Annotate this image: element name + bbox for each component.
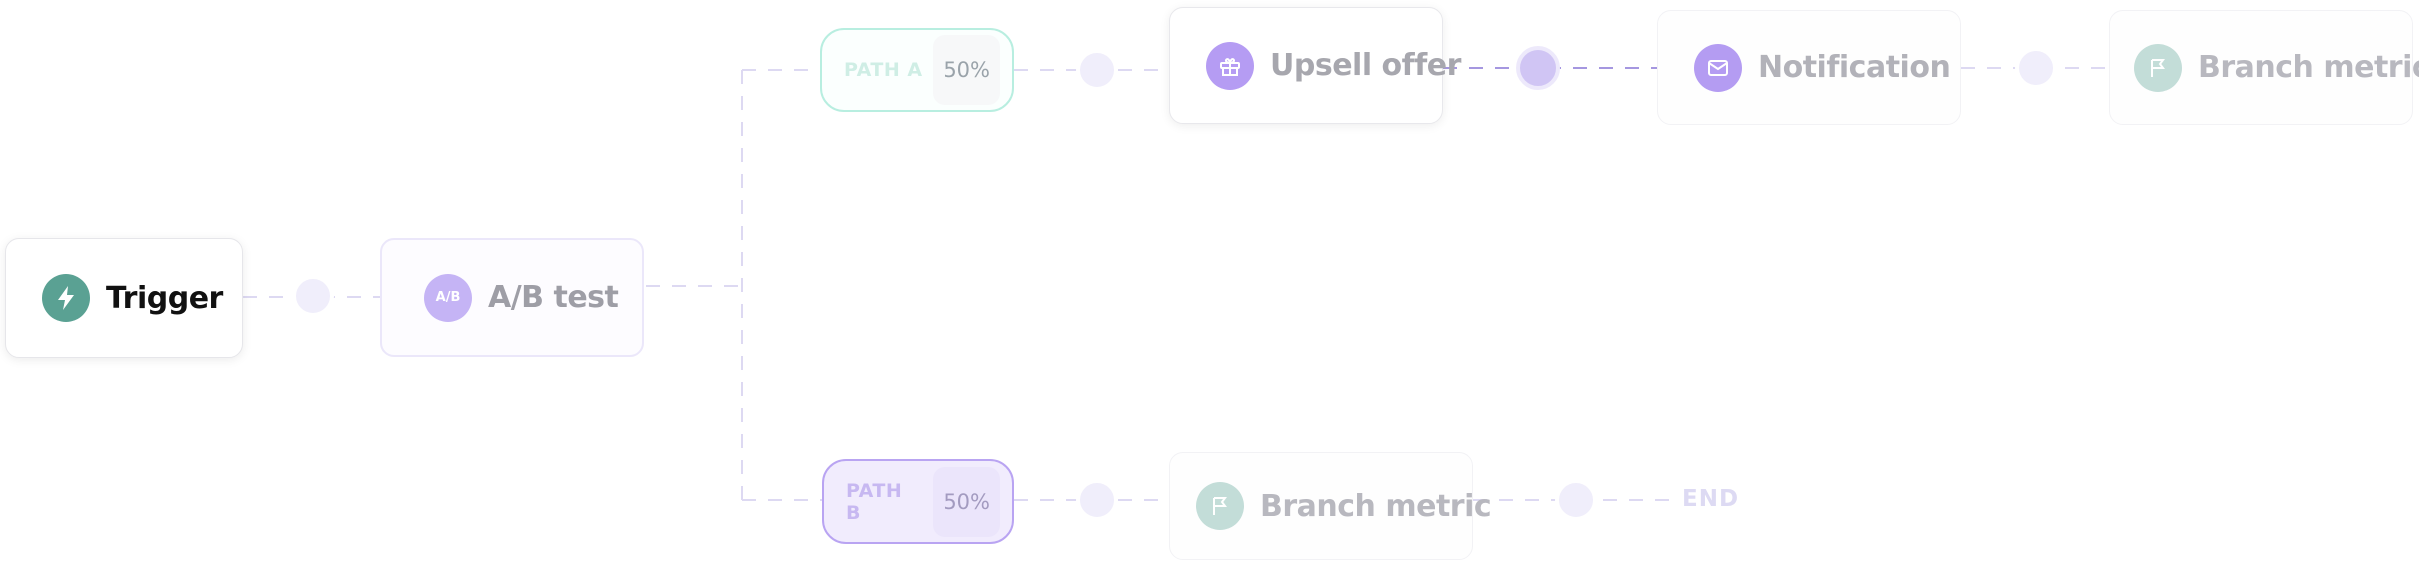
end-label: END — [1682, 486, 1740, 512]
flag-icon — [2134, 43, 2182, 92]
lightning-bolt-icon — [42, 274, 90, 322]
branch-metric-label-b: Branch metric — [1260, 488, 1492, 524]
path-b-pill[interactable]: PATH B 50% — [822, 459, 1014, 544]
add-step-button-5 — [1076, 479, 1118, 521]
path-a-percent: 50% — [933, 35, 1000, 105]
upsell-offer-node[interactable]: Upsell offer — [1169, 7, 1461, 124]
add-step-button-6 — [1555, 479, 1597, 521]
add-step-button-3 — [1516, 46, 1560, 90]
path-b-label: PATH B — [846, 479, 903, 524]
upsell-offer-label: Upsell offer — [1270, 48, 1461, 83]
mail-icon — [1694, 43, 1742, 92]
notification-node[interactable]: Notification — [1657, 10, 1961, 125]
gift-icon — [1206, 41, 1254, 90]
path-a-pill[interactable]: PATH A 50% — [820, 28, 1014, 112]
add-step-button-1 — [292, 275, 334, 317]
flag-icon — [1196, 482, 1244, 530]
trigger-node[interactable]: Trigger — [5, 238, 243, 358]
branch-metric-node-b[interactable]: Branch metric — [1169, 452, 1492, 560]
path-a-label: PATH A — [844, 59, 923, 81]
ab-test-node[interactable]: A/B A/B test — [380, 238, 644, 357]
branch-metric-node-a[interactable]: Branch metric — [2109, 10, 2419, 125]
branch-metric-label-a: Branch metric — [2198, 50, 2419, 85]
ab-test-label: A/B test — [488, 280, 619, 315]
add-step-button-4 — [2015, 47, 2057, 89]
path-b-percent: 50% — [933, 466, 1000, 537]
ab-split-icon: A/B — [424, 273, 472, 322]
add-step-button-2 — [1076, 49, 1118, 91]
trigger-label: Trigger — [106, 280, 223, 316]
notification-label: Notification — [1758, 50, 1951, 85]
